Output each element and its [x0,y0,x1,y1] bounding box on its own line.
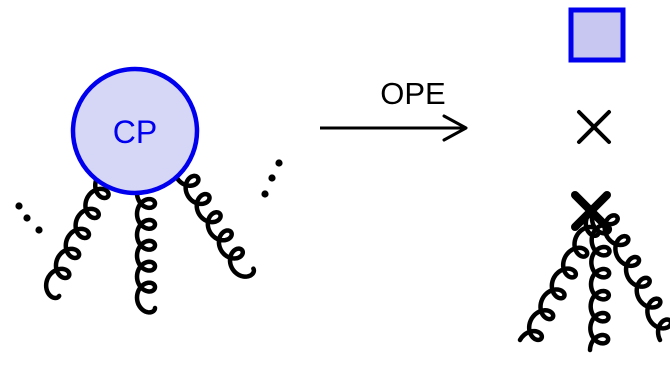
dot [261,190,269,198]
gluon-line [43,175,111,301]
gluon-line [174,173,257,279]
ope-arrow: OPE [320,76,468,142]
gluon-line [134,190,158,315]
cp-blob-circle [70,66,200,196]
dot [23,214,31,222]
blob-gluons [43,173,257,315]
dot [35,226,43,234]
dot [275,159,283,167]
gluon-line [587,215,613,353]
cp-blob-label: CP [113,114,157,150]
ope-label: OPE [380,76,445,111]
ellipsis-dots-right [261,159,283,198]
cross-icon [577,110,611,144]
gluon-line [517,212,601,343]
ellipsis-dots-left [15,202,43,234]
dot [268,174,276,182]
dot [15,202,23,210]
cp-blob: CP [70,66,200,196]
square-operator-icon [568,7,626,63]
vertex-gluons [517,212,670,353]
bold-cross-icon [571,191,611,231]
arrow-head [442,114,468,142]
gluon-line [593,212,670,343]
